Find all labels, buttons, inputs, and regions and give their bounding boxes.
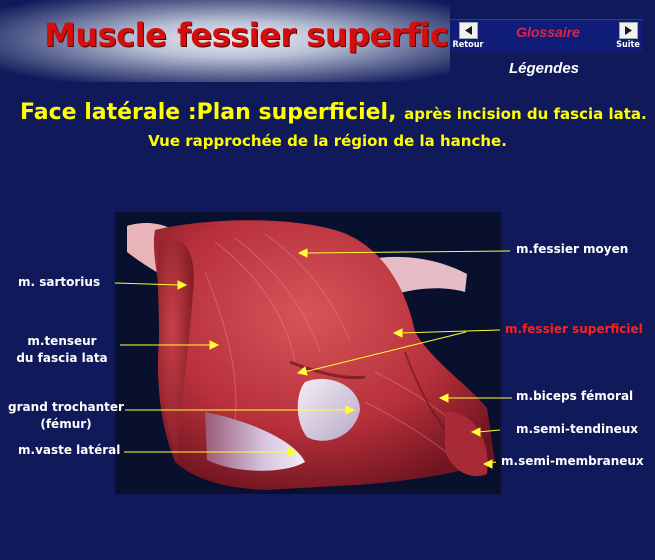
anatomy-photo [115, 212, 501, 494]
label-trochanter: grand trochanter (fémur) [6, 399, 126, 433]
back-button-label: Retour [452, 40, 484, 50]
legend-link[interactable]: Légendes [509, 60, 580, 77]
label-tenseur: m.tenseur du fascia lata [14, 333, 110, 367]
label-fessier-superficiel: m.fessier superficiel [505, 322, 643, 336]
page-title: Muscle fessier superficiel [44, 16, 491, 54]
label-trochanter-line1: grand trochanter [8, 400, 124, 414]
label-sartorius: m. sartorius [18, 275, 101, 289]
arrow-right-icon [618, 22, 638, 39]
caption-main: Face latérale :Plan superficiel, [20, 100, 397, 125]
caption-main-suffix: après incision du fascia lata. [404, 105, 647, 123]
arrow-left-icon [458, 22, 478, 39]
back-button[interactable]: Retour [450, 22, 486, 50]
label-fessier-moyen: m.fessier moyen [516, 242, 629, 256]
next-button[interactable]: Suite [610, 22, 646, 50]
next-button-label: Suite [616, 40, 640, 50]
label-tenseur-line2: du fascia lata [16, 351, 108, 365]
label-biceps: m.biceps fémoral [516, 389, 634, 403]
title-banner [0, 0, 450, 82]
label-tenseur-line1: m.tenseur [27, 334, 97, 348]
glossary-link[interactable]: Glossaire [516, 24, 580, 40]
label-trochanter-line2: (fémur) [40, 417, 92, 431]
caption-line-2: Vue rapprochée de la région de la hanche… [148, 132, 507, 150]
caption-line-1: Face latérale :Plan superficiel, après i… [20, 100, 647, 125]
label-semi-tendineux: m.semi-tendineux [516, 422, 639, 436]
label-vaste: m.vaste latéral [18, 443, 121, 457]
nav-bar: Retour Glossaire Suite [450, 19, 643, 52]
label-semi-membraneux: m.semi-membraneux [501, 454, 644, 468]
